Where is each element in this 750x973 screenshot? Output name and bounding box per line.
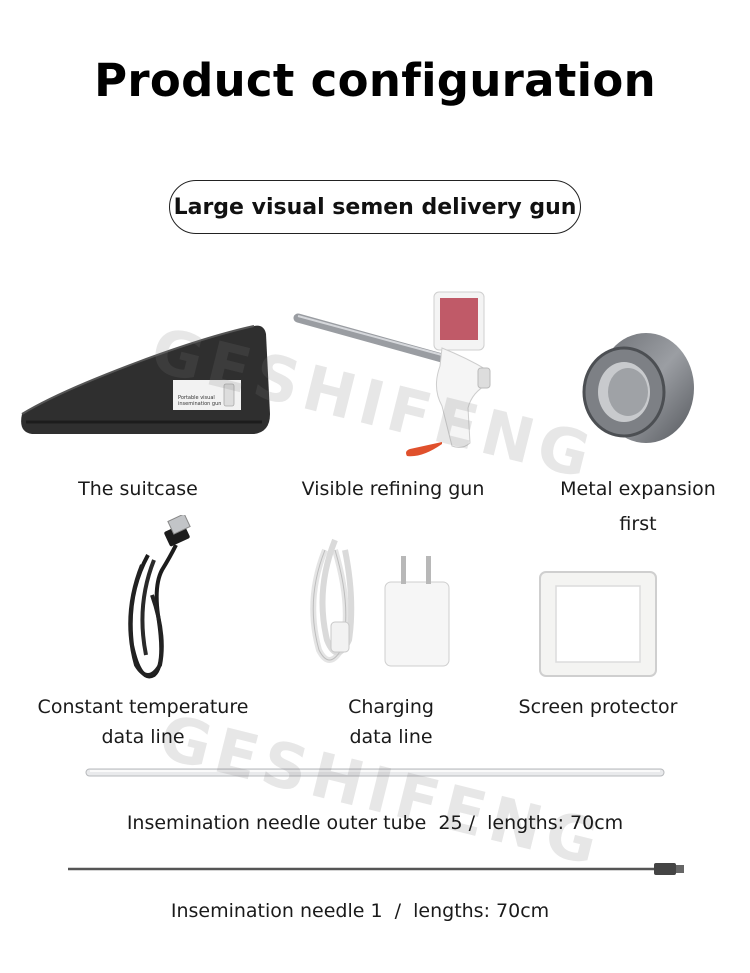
page-title: Product configuration: [94, 54, 656, 107]
label-expansion: Metal expansion first: [540, 474, 736, 539]
label-outer-tube: Insemination needle outer tube 25 / leng…: [126, 812, 624, 834]
section-pill-label: Large visual semen delivery gun: [173, 194, 577, 220]
section-pill: Large visual semen delivery gun: [169, 180, 581, 234]
screen-protector-image: [539, 571, 657, 677]
suitcase-tag-line1: Portable visual: [178, 395, 215, 401]
data-cable-image: [128, 515, 191, 679]
suitcase-image: Portable visual insemination gun: [21, 325, 270, 434]
label-protector: Screen protector: [518, 696, 678, 718]
metal-expansion-image: [582, 333, 694, 443]
label-cable: Constant temperature data line: [24, 692, 262, 752]
label-charging-line1: Charging: [348, 696, 434, 718]
label-charging: Charging data line: [300, 692, 482, 752]
label-expansion-line1: Metal expansion: [560, 478, 716, 500]
label-cable-line2: data line: [101, 726, 185, 748]
label-needle: Insemination needle 1 / lengths: 70cm: [170, 900, 550, 922]
gun-image: [293, 291, 491, 457]
label-suitcase: The suitcase: [78, 478, 198, 500]
suitcase-tag-line2: insemination gun: [178, 401, 221, 407]
label-charging-line2: data line: [349, 726, 433, 748]
outer-tube-image: [85, 768, 665, 777]
label-cable-line1: Constant temperature: [37, 696, 249, 718]
label-expansion-line2: first: [619, 513, 657, 535]
charging-line-image: [310, 538, 450, 667]
needle-image: [68, 863, 684, 875]
label-gun: Visible refining gun: [301, 478, 485, 500]
